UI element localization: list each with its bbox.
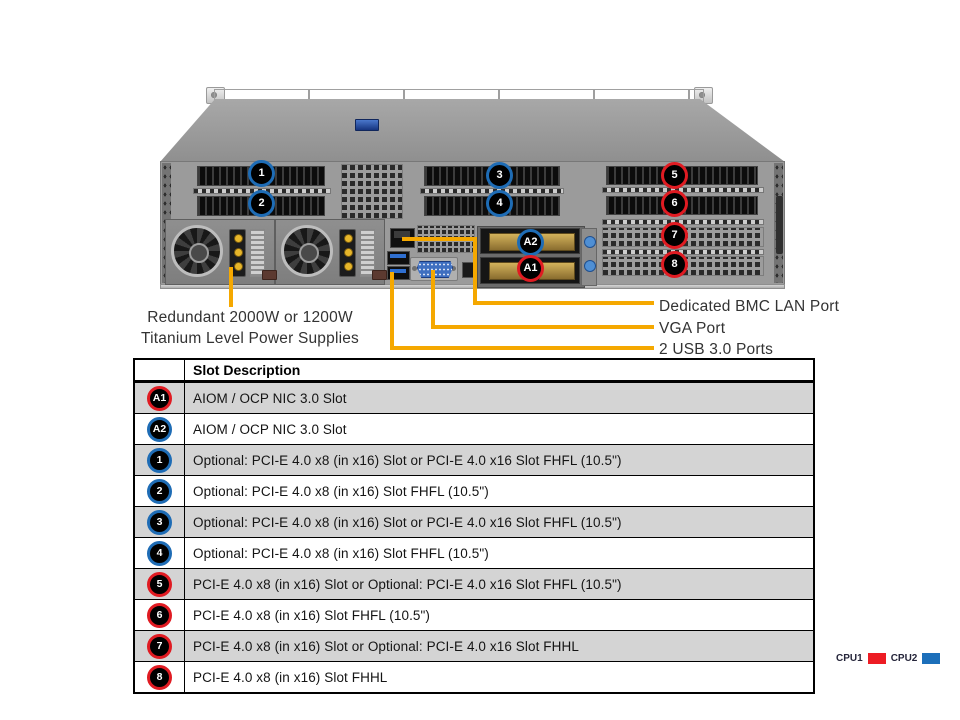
slot-callout-2: 2 [248, 190, 275, 217]
slot-badge-cell: 7 [135, 631, 185, 661]
slot-callout-4: 4 [486, 190, 513, 217]
slot-description: PCI-E 4.0 x8 (in x16) Slot FHHL [193, 669, 388, 685]
vga-callout-line [431, 325, 654, 329]
slot-badge-cell: 8 [135, 662, 185, 692]
slot-badge-cell: 4 [135, 538, 185, 568]
bmc-callout-line [473, 237, 477, 305]
psu-power-connector [339, 229, 356, 277]
vga-callout-line [431, 270, 435, 329]
slot-badge-cell: 3 [135, 507, 185, 537]
aiom-connector [539, 262, 575, 280]
aiom-latch-icon [584, 236, 596, 248]
bmc-lan-port-label: Dedicated BMC LAN Port [659, 298, 840, 315]
slot-description: Optional: PCI-E 4.0 x8 (in x16) Slot FHF… [193, 483, 489, 499]
cpu-legend: CPU1 CPU2 [836, 653, 941, 664]
aiom-connector [539, 233, 575, 251]
slot-callout-8: 8 [661, 251, 688, 278]
psu-release-latch [372, 270, 387, 280]
usb-callout-line [390, 346, 654, 350]
usb-ports-label: 2 USB 3.0 Ports [659, 341, 774, 358]
cpu1-color-swatch [867, 653, 886, 664]
slot-description: AIOM / OCP NIC 3.0 Slot [193, 421, 347, 437]
aiom-latch-icon [584, 260, 596, 272]
table-body: A1 AIOM / OCP NIC 3.0 Slot A2 AIOM / OCP… [135, 383, 813, 692]
table-row: A1 AIOM / OCP NIC 3.0 Slot [135, 383, 813, 413]
slot-badge-cell: 6 [135, 600, 185, 630]
slot-badge: 3 [147, 509, 172, 535]
table-header-title: Slot Description [193, 362, 301, 378]
slot-badge: A1 [147, 385, 172, 411]
psu-fan-icon [281, 225, 333, 277]
psu-label-line1: Redundant 2000W or 1200W [147, 309, 353, 326]
slot-badge: 4 [147, 540, 172, 566]
screw-icon [451, 266, 456, 271]
bmc-callout-line [473, 301, 654, 305]
psu-release-latch [262, 270, 277, 280]
slot-badge-cell: 5 [135, 569, 185, 599]
slot-callout-a2: A2 [517, 229, 544, 256]
slot-badge-cell: A1 [135, 383, 185, 413]
cpu2-label: CPU2 [890, 653, 918, 664]
usb-callout-line [390, 272, 394, 350]
table-header-badge-cell [135, 360, 185, 380]
bmc-callout-line [402, 237, 477, 241]
slot-badge-cell: 1 [135, 445, 185, 475]
table-row: 3 Optional: PCI-E 4.0 x8 (in x16) Slot o… [135, 506, 813, 537]
chassis-top-lid [160, 99, 785, 162]
vga-port-label: VGA Port [659, 320, 726, 337]
vga-port [410, 257, 458, 281]
slot-description: PCI-E 4.0 x8 (in x16) Slot FHFL (10.5") [193, 607, 431, 623]
slot-badge: 7 [147, 633, 172, 659]
slot-badge: 1 [147, 447, 172, 473]
psu-label-strip [360, 229, 375, 277]
slot-callout-5: 5 [661, 162, 688, 189]
psu-label-strip [250, 229, 265, 277]
psu-label-line2: Titanium Level Power Supplies [140, 330, 360, 347]
slot-callout-a1: A1 [517, 255, 544, 282]
chassis-base-edge [160, 284, 785, 289]
slot-callout-7: 7 [661, 222, 688, 249]
slot-badge: 5 [147, 571, 172, 597]
slot-description: Optional: PCI-E 4.0 x8 (in x16) Slot FHF… [193, 545, 489, 561]
usb3-port-1 [387, 251, 410, 265]
slot-description: PCI-E 4.0 x8 (in x16) Slot or Optional: … [193, 576, 622, 592]
slot-description: Optional: PCI-E 4.0 x8 (in x16) Slot or … [193, 452, 622, 468]
table-row: 4 Optional: PCI-E 4.0 x8 (in x16) Slot F… [135, 537, 813, 568]
slot-callout-6: 6 [661, 190, 688, 217]
psu-fan-icon [171, 225, 223, 277]
slot-description: AIOM / OCP NIC 3.0 Slot [193, 390, 347, 406]
slot-badge: 6 [147, 602, 172, 628]
slot-description-table: Slot Description A1 AIOM / OCP NIC 3.0 S… [133, 358, 815, 694]
slot-description: Optional: PCI-E 4.0 x8 (in x16) Slot or … [193, 514, 622, 530]
screw-icon [412, 266, 417, 271]
slot-callout-1: 1 [248, 160, 275, 187]
vga-connector-icon [417, 261, 453, 278]
power-supply-1 [165, 219, 275, 285]
slot-description: PCI-E 4.0 x8 (in x16) Slot or Optional: … [193, 638, 579, 654]
vent-grid [341, 164, 403, 219]
chassis-handle [776, 196, 783, 254]
table-row: A2 AIOM / OCP NIC 3.0 Slot [135, 413, 813, 444]
cpu1-label: CPU1 [836, 653, 863, 664]
table-row: 7 PCI-E 4.0 x8 (in x16) Slot or Optional… [135, 630, 813, 661]
slot-badge-cell: 2 [135, 476, 185, 506]
psu-label: Redundant 2000W or 1200W Titanium Level … [128, 307, 372, 349]
slot-callout-3: 3 [486, 162, 513, 189]
psu-power-connector [229, 229, 246, 277]
table-row: 2 Optional: PCI-E 4.0 x8 (in x16) Slot F… [135, 475, 813, 506]
slot-badge: A2 [147, 416, 172, 442]
table-row: 8 PCI-E 4.0 x8 (in x16) Slot FHHL [135, 661, 813, 692]
cpu2-color-swatch [922, 653, 941, 664]
psu-callout-line [229, 267, 233, 307]
table-header-row: Slot Description [135, 360, 813, 383]
table-row: 5 PCI-E 4.0 x8 (in x16) Slot or Optional… [135, 568, 813, 599]
table-row: 6 PCI-E 4.0 x8 (in x16) Slot FHFL (10.5"… [135, 599, 813, 630]
slot-badge-cell: A2 [135, 414, 185, 444]
slot-badge: 2 [147, 478, 172, 504]
power-supply-2 [275, 219, 385, 285]
slot-badge: 8 [147, 664, 172, 690]
chassis-label-sticker [355, 119, 379, 131]
table-row: 1 Optional: PCI-E 4.0 x8 (in x16) Slot o… [135, 444, 813, 475]
